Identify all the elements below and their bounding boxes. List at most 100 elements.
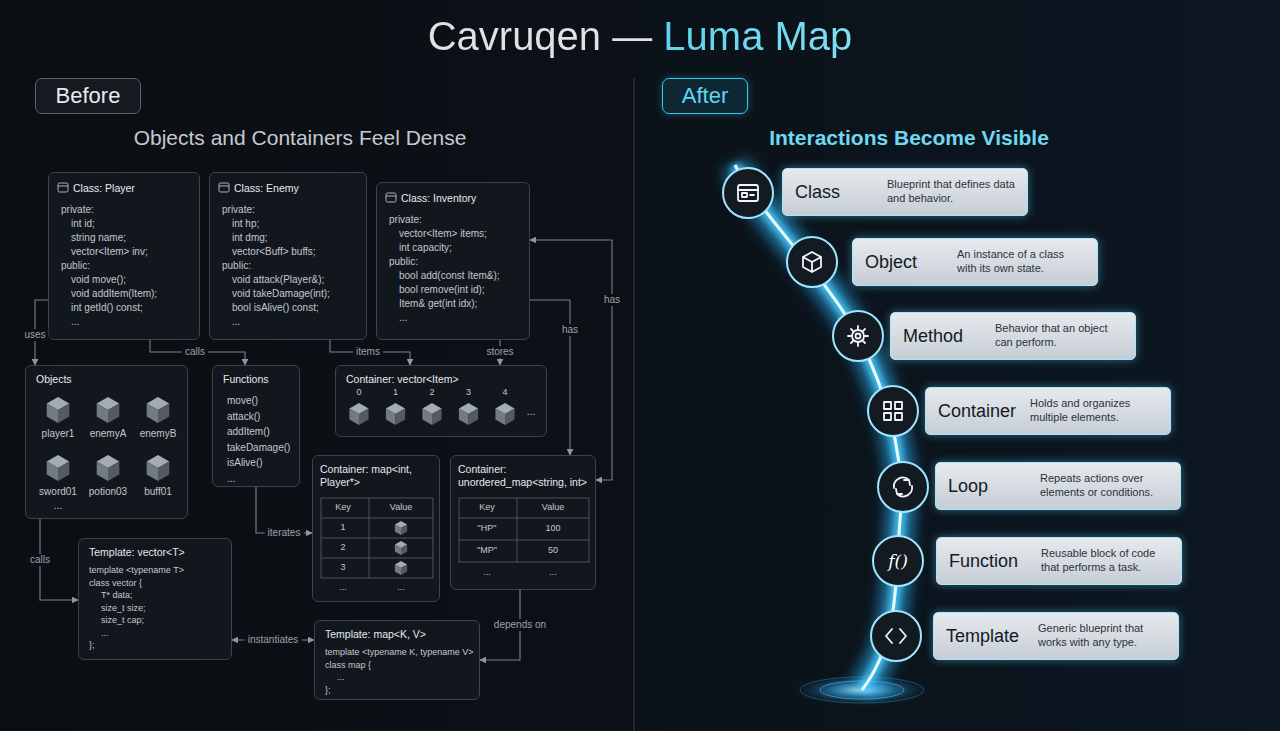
divider: [634, 78, 635, 731]
function-name: attack(): [227, 411, 260, 422]
code-line: ...: [71, 316, 79, 327]
code-line: int capacity;: [399, 242, 452, 253]
icon-circle: [723, 168, 773, 218]
card-title: Loop: [948, 476, 1026, 497]
container-box: Container: map<int, Player*>KeyValue123.…: [312, 455, 440, 602]
cube-icon: [396, 409, 406, 426]
card-title: Function: [949, 551, 1027, 572]
icon: [803, 252, 821, 272]
edge-label: instantiates: [245, 634, 302, 646]
icon: [886, 629, 906, 643]
code-line: void move();: [71, 274, 126, 285]
table-line: [321, 558, 433, 559]
concept-card: Object An instance of a class with its ow…: [852, 238, 1098, 286]
code-line: size_t size;: [101, 603, 146, 613]
function-name: addItem(): [227, 426, 270, 437]
template-box: Template: vector<T>template <typename T>…: [78, 538, 232, 660]
cube-icon: [401, 545, 407, 556]
cube-icon: [108, 462, 119, 482]
icon: [738, 185, 758, 201]
cube-icon: [359, 409, 369, 426]
card-title: Object: [865, 252, 943, 273]
icon: [742, 193, 747, 197]
code-line: int dmg;: [232, 232, 268, 243]
index-number: 3: [466, 387, 471, 397]
section-heading: Objects and Containers Feel Dense: [134, 126, 467, 150]
cube-icon: [47, 462, 58, 482]
connector: [150, 340, 245, 365]
function-name: ...: [227, 473, 235, 484]
class-icon: [58, 183, 68, 192]
card-description: Reusable block of code that performs a t…: [1041, 547, 1169, 575]
card-description: Behavior that an object can perform.: [995, 322, 1123, 350]
box-title: Objects: [36, 373, 72, 385]
edge-label: has: [559, 324, 581, 336]
object-name: player1: [42, 428, 75, 439]
code-line: bool isAlive() const;: [232, 302, 319, 313]
cube-icon: [395, 545, 401, 556]
code-line: string name;: [71, 232, 126, 243]
function-name: takeDamage(): [227, 442, 290, 453]
icon: [848, 326, 868, 346]
badge-text: Before: [56, 83, 121, 109]
card-description: Generic blueprint that works with any ty…: [1038, 622, 1166, 650]
edge-label: stores: [483, 346, 516, 358]
card-description: An instance of a class with its own stat…: [957, 248, 1085, 276]
concept-card: Loop Repeats actions over elements or con…: [935, 462, 1181, 510]
code-line: ...: [101, 628, 109, 638]
cube-icon: [108, 404, 119, 424]
icon: [856, 334, 861, 339]
table-cell: Value: [390, 502, 412, 512]
table-line: [459, 540, 589, 541]
object-name: potion03: [89, 486, 127, 497]
icon: [894, 478, 910, 488]
code-line: size_t cap;: [101, 615, 144, 625]
card-title: Class: [795, 182, 873, 203]
index-number: 0: [356, 387, 361, 397]
code-line: };: [89, 640, 95, 650]
icon: [896, 486, 912, 496]
code-line: bool remove(int id);: [399, 284, 485, 295]
table-cell: 3: [340, 562, 345, 572]
code-line: void attack(Player&);: [232, 274, 324, 285]
cube-icon: [97, 462, 108, 482]
table-line: [459, 498, 589, 562]
icon: [884, 402, 902, 420]
index-number: 4: [502, 387, 507, 397]
table-cell: 50: [548, 545, 558, 555]
code-line: void addItem(Item);: [71, 288, 157, 299]
card-description: Repeats actions over elements or conditi…: [1040, 472, 1168, 500]
cube-icon: [469, 409, 479, 426]
table-cell: 2: [340, 542, 345, 552]
object-name: buff01: [144, 486, 172, 497]
class-icon: [219, 183, 229, 192]
tab-badge: After: [662, 78, 748, 114]
class-icon: [386, 196, 396, 197]
class-title: Class: Player: [73, 182, 135, 194]
table-cell: ...: [483, 567, 491, 577]
cube-icon: [401, 565, 407, 576]
card-title: Method: [903, 326, 981, 347]
icon: [848, 326, 868, 346]
box-decoration: [451, 456, 595, 589]
box-title: Template: vector<T>: [89, 546, 185, 558]
cube-icon: [401, 525, 407, 536]
code-line: private:: [61, 204, 94, 215]
table-line: [321, 538, 433, 539]
code-line: ...: [232, 316, 240, 327]
ellipsis: ...: [54, 500, 62, 511]
icon: [895, 402, 902, 409]
table-cell: ...: [397, 582, 405, 592]
icon: [738, 189, 758, 191]
code-line: T* data;: [101, 590, 133, 600]
index-number: 1: [393, 387, 398, 397]
card-description: Holds and organizes multiple elements.: [1030, 397, 1158, 425]
table-cell: Key: [479, 502, 495, 512]
cube-icon: [395, 525, 401, 536]
cube-icon: [386, 409, 396, 426]
ellipsis: ...: [527, 406, 535, 417]
class-icon: [58, 186, 68, 187]
table-line: [517, 498, 518, 562]
code-line: public:: [61, 260, 90, 271]
